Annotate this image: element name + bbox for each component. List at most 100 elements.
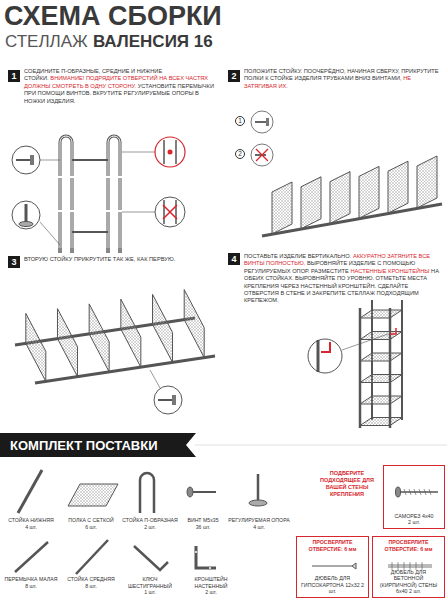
step2-illustration (272, 182, 292, 234)
step1-illustration (105, 176, 123, 178)
text-group: ПОДБЕРИТЕ ПОДХОДЯЩЕЕ ДЛЯ ВАШЕЙ СТЕНЫ КРЕ… (314, 470, 380, 499)
drill-note: ПРОСВЕРЛИТЕ ОТВЕРСТИЕ: 6 мм (376, 539, 441, 552)
part-count: 6 шт. (62, 524, 120, 531)
parts-icons (404, 489, 431, 495)
step2-illustration (330, 172, 350, 224)
text-group: ПОЛОЖИТЕ СТОЙКУ. ПООЧЕРЁДНО, НАЧИНАЯ СВЕ… (244, 68, 444, 90)
step3-illustration (26, 313, 46, 381)
node-text: ДЮБЕЛЬ ДЛЯ БЕТОННОЙ (КИРПИЧНОЙ) СТЕНЫ 6x… (376, 569, 441, 595)
fastener-box: САМОРЕЗ 4x402 шт. (383, 465, 445, 529)
step2-illustration (266, 118, 269, 126)
text-group: СТОЙКА НИЖНЯЯ4 шт. (2, 517, 60, 530)
node-text: 1 (238, 118, 242, 125)
step2-illustration (388, 161, 408, 213)
step1-illustration (106, 248, 110, 253)
part-name: СТОЙКА П-ОБРАЗНАЯ (122, 517, 178, 524)
step-number: 2 (228, 70, 240, 82)
step3-illustration (89, 304, 109, 372)
text-group: ПОЛКА С СЕТКОЙ6 шт. (62, 517, 120, 530)
step1-illustration (108, 136, 120, 248)
part-count: 8 шт. (62, 583, 120, 590)
text-group: СОЕДИНИТЕ П-ОБРАЗНЫЕ, СРЕДНИЕ И НИЖНИЕ С… (24, 68, 220, 105)
text-group: ВИНТ М5x3536 шт. (178, 517, 228, 530)
step4-illustration (360, 310, 402, 318)
step3-illustration (153, 294, 173, 362)
step1-illustration (16, 159, 30, 161)
step4-illustration (329, 344, 331, 346)
part-name: ВИНТ М5x35 (178, 517, 228, 524)
node-text: 4 (231, 255, 236, 264)
step-number: 4 (228, 253, 240, 265)
step1-illustration (19, 222, 33, 227)
parts-icons (196, 546, 216, 568)
step4-illustration (360, 353, 402, 361)
step4-illustration (360, 375, 402, 383)
parts-icons (209, 567, 211, 569)
parts-icons (140, 473, 154, 513)
step1-illustration (118, 248, 122, 253)
part-name: СТОЙКА НИЖНЯЯ (2, 517, 60, 524)
part-count: 4 шт. (2, 524, 60, 531)
step4-illustration (359, 308, 362, 428)
step2-illustration (417, 156, 437, 208)
step-text: ВТОРУЮ СТОЙКУ ПРИКРУТИТЕ ТАК ЖЕ, КАК ПЕР… (24, 256, 175, 262)
step1-illustration (12, 136, 185, 253)
node-text: ДЮБЕЛЬ ДЛЯ ГИПСОКАРТОНА 12x32 2 шт. (300, 575, 365, 595)
step1-illustration (164, 140, 176, 164)
step1-illustration (30, 155, 34, 165)
step4-illustration (390, 328, 396, 334)
step3-illustration (184, 290, 204, 358)
parts-icons (193, 491, 216, 493)
parts-icons (249, 500, 267, 506)
parts-icons (134, 546, 168, 570)
text-group: ПОСТАВЬТЕ ИЗДЕЛИЕ ВЕРТИКАЛЬНО.АККУРАТНО … (244, 253, 444, 305)
step3-illustration (57, 309, 77, 377)
fastener-note: ПОДБЕРИТЕ ПОДХОДЯЩЕЕ ДЛЯ ВАШЕЙ СТЕНЫ КРЕ… (314, 470, 380, 499)
part-name: ПОЛКА С СЕТКОЙ (62, 517, 120, 524)
step1-illustration (155, 137, 185, 167)
part-count: 2 шт. (180, 589, 242, 596)
node-text: КОМПЛЕКТ ПОСТАВКИ (10, 438, 174, 453)
step4-illustration (308, 339, 342, 373)
step1-illustration (58, 248, 62, 253)
step1-illustration (155, 197, 185, 227)
step1-illustration (72, 159, 108, 161)
text-group: КЛЮЧ ШЕСТИГРАННЫЙ1 шт. (120, 576, 180, 596)
part-name: РЕГУЛИРУЕМАЯ ОПОРА (228, 517, 290, 524)
step2-illustration (251, 144, 273, 166)
step4-illustration (317, 340, 320, 372)
part-count: 8 шт. (2, 583, 60, 590)
node-text: 2 (231, 72, 236, 81)
part-count: 4 шт. (228, 524, 290, 531)
step1-illustration (40, 160, 60, 161)
part-name: КЛЮЧ ШЕСТИГРАННЫЙ (120, 576, 180, 589)
node-text: 3 (11, 258, 16, 267)
step-text: ПОСТАВЬТЕ ИЗДЕЛИЕ ВЕРТИКАЛЬНО. (244, 253, 351, 259)
text-group: СТОЙКА П-ОБРАЗНАЯ2 шт. (122, 517, 178, 530)
step1-illustration (58, 248, 122, 253)
step1-illustration (164, 200, 176, 224)
step-warning: НАСТЕННЫЕ КРОНШТЕЙНЫ (351, 268, 430, 274)
step-number: 3 (8, 256, 20, 268)
text-group: КРОНШТЕЙН НАСТЕННЫЙ2 шт. (180, 576, 242, 596)
step1-illustration (122, 152, 155, 153)
node-text: 2 шт. (387, 519, 441, 526)
part-name: СТОЙКА СРЕДНЯЯ (62, 576, 120, 583)
step4-illustration (342, 334, 388, 350)
step1-illustration (108, 136, 120, 248)
parts-icons (400, 491, 438, 493)
step4-illustration (360, 418, 402, 426)
node-text: САМОРЕЗ 4x40 (387, 513, 441, 520)
text-group: ПЕРЕМЫЧКА МАЛАЯ8 шт. (2, 576, 60, 589)
parts-icons (257, 474, 260, 500)
step1-illustration (57, 210, 75, 212)
parts-icons (187, 487, 193, 497)
fastener-box: ПРОСВЕРЛИТЕ ОТВЕРСТИЕ: 6 ммДЮБЕЛЬ ДЛЯ ГИ… (296, 536, 369, 598)
parts-icons (396, 487, 401, 497)
step4-illustration (308, 300, 402, 428)
step-number: 1 (8, 70, 20, 82)
step3-illustration (121, 299, 141, 367)
step1-illustration (12, 146, 40, 174)
step1-illustration (57, 176, 123, 212)
